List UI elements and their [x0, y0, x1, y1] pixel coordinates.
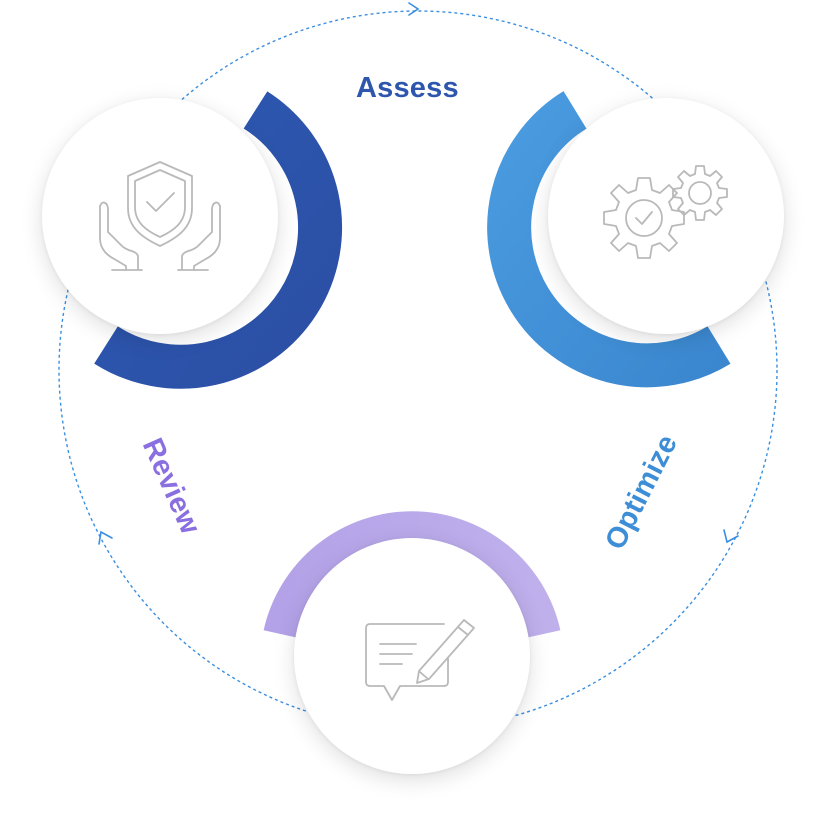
arrowhead-top [408, 2, 420, 16]
arrowhead-right [723, 529, 739, 544]
cycle-path [58, 10, 778, 730]
assess-label: Assess [356, 72, 459, 104]
assess-node [42, 98, 278, 334]
review-arc [263, 511, 561, 641]
optimize-node [548, 98, 784, 334]
chat-pencil-icon [365, 619, 475, 701]
shield-hands-icon [99, 161, 221, 271]
gears-icon [603, 165, 728, 259]
assess-arc [94, 91, 343, 389]
arrowhead-left [98, 530, 113, 545]
review-node [294, 538, 530, 774]
optimize-arc [487, 91, 731, 388]
